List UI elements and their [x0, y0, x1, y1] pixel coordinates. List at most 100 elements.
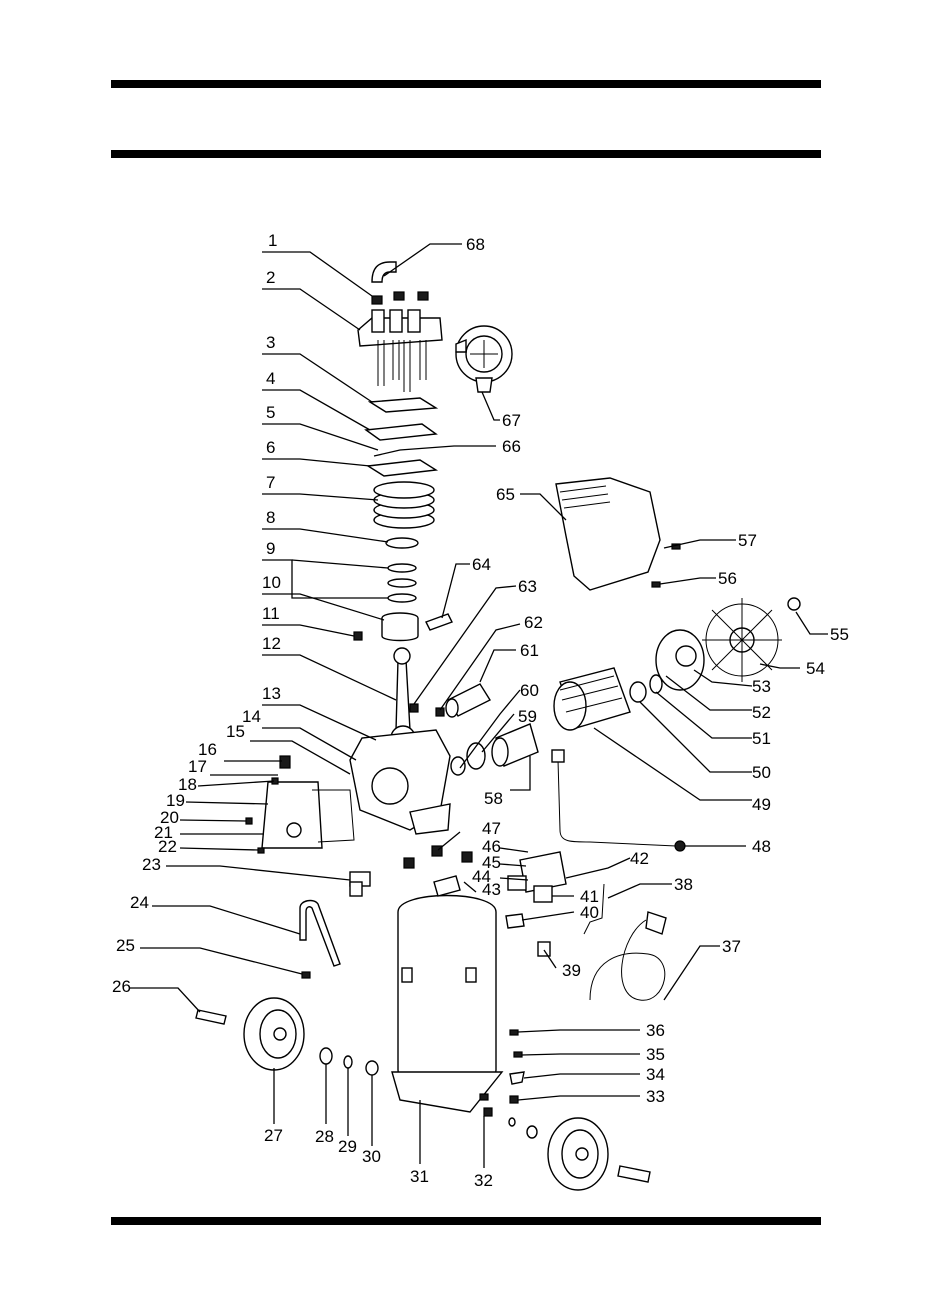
- label-41: 41: [580, 887, 599, 906]
- part-tube-end: [675, 841, 685, 851]
- label-4: 4: [266, 369, 275, 388]
- part-elbow-fitting: [372, 262, 396, 282]
- part-ring-2: [388, 564, 416, 572]
- label-49: 49: [752, 795, 771, 814]
- part-elbow: [350, 872, 370, 896]
- part-piston-pin: [354, 632, 362, 640]
- part-cylinder-head: [358, 292, 442, 392]
- part-handle: [300, 901, 340, 966]
- label-17: 17: [188, 757, 207, 776]
- part-plug-40: [506, 914, 524, 928]
- label-24: 24: [130, 893, 149, 912]
- label-1: 1: [268, 231, 277, 250]
- part-crankcase: [350, 730, 450, 834]
- part-cylinder-gasket: [368, 460, 436, 476]
- label-68: 68: [466, 235, 485, 254]
- label-61: 61: [520, 641, 539, 660]
- label-30: 30: [362, 1147, 381, 1166]
- part-bolt-25: [302, 972, 310, 978]
- part-power-cord: [590, 920, 665, 1000]
- label-64: 64: [472, 555, 491, 574]
- part-nut-30: [366, 1061, 378, 1075]
- part-pin-right: [509, 1118, 515, 1126]
- part-clip: [410, 704, 418, 712]
- label-39: 39: [562, 961, 581, 980]
- part-33: [510, 1096, 518, 1103]
- part-air-filter: [456, 326, 512, 392]
- label-38: 38: [674, 875, 693, 894]
- part-piston: [382, 613, 418, 641]
- part-screw-56: [652, 582, 660, 587]
- label-10: 10: [262, 573, 281, 592]
- label-37: 37: [722, 937, 741, 956]
- part-breather: [280, 756, 290, 768]
- part-washer-right: [527, 1126, 537, 1138]
- label-36: 36: [646, 1021, 665, 1040]
- part-35: [514, 1052, 522, 1057]
- part-ring-3: [388, 579, 416, 587]
- label-46: 46: [482, 837, 501, 856]
- part-head-gasket: [370, 398, 436, 412]
- label-12: 12: [262, 634, 281, 653]
- label-54: 54: [806, 659, 825, 678]
- label-7: 7: [266, 473, 275, 492]
- label-8: 8: [266, 508, 275, 527]
- label-25: 25: [116, 936, 135, 955]
- part-axle-bolt-right: [618, 1166, 650, 1182]
- part-bolt-47c: [462, 852, 472, 862]
- label-48: 48: [752, 837, 771, 856]
- part-wheel-right: [548, 1118, 608, 1190]
- label-35: 35: [646, 1045, 665, 1064]
- part-shroud: [556, 478, 660, 590]
- label-28: 28: [315, 1127, 334, 1146]
- label-63: 63: [518, 577, 537, 596]
- part-pressure-switch: [508, 852, 566, 902]
- part-pin-29: [344, 1056, 352, 1068]
- label-31: 31: [410, 1167, 429, 1186]
- label-29: 29: [338, 1137, 357, 1156]
- label-57: 57: [738, 531, 757, 550]
- label-52: 52: [752, 703, 771, 722]
- part-plug: [646, 912, 666, 934]
- label-58: 58: [484, 789, 503, 808]
- label-13: 13: [262, 684, 281, 703]
- part-wrist-pin: [426, 614, 452, 630]
- part-fan-nut: [788, 598, 800, 610]
- part-bolt-47a: [404, 858, 414, 868]
- part-cylinder: [374, 482, 434, 528]
- label-2: 2: [266, 268, 275, 287]
- label-27: 27: [264, 1126, 283, 1145]
- label-59: 59: [518, 707, 537, 726]
- label-26: 26: [112, 977, 131, 996]
- part-rotor: [492, 724, 538, 766]
- part-ring-1: [386, 538, 418, 548]
- label-60: 60: [520, 681, 539, 700]
- label-34: 34: [646, 1065, 665, 1084]
- part-capacitor: [446, 684, 490, 717]
- label-3: 3: [266, 333, 275, 352]
- label-9: 9: [266, 539, 275, 558]
- label-23: 23: [142, 855, 161, 874]
- label-33: 33: [646, 1087, 665, 1106]
- part-bracket-43: [434, 876, 460, 896]
- part-end-bell: [656, 630, 704, 690]
- part-washer-28: [320, 1048, 332, 1064]
- label-65: 65: [496, 485, 515, 504]
- label-22: 22: [158, 837, 177, 856]
- part-wheel-left: [244, 998, 304, 1070]
- part-stator: [554, 668, 630, 730]
- label-15: 15: [226, 722, 245, 741]
- label-42: 42: [630, 849, 649, 868]
- part-axle-bolt: [196, 1010, 226, 1024]
- part-ring-4: [388, 594, 416, 602]
- part-34: [510, 1072, 524, 1084]
- label-66: 66: [502, 437, 521, 456]
- label-55: 55: [830, 625, 849, 644]
- part-36: [510, 1030, 518, 1035]
- label-5: 5: [266, 403, 275, 422]
- part-screw-20: [246, 818, 252, 824]
- part-tank: [392, 896, 502, 1113]
- label-56: 56: [718, 569, 737, 588]
- part-bearing-2: [451, 757, 465, 775]
